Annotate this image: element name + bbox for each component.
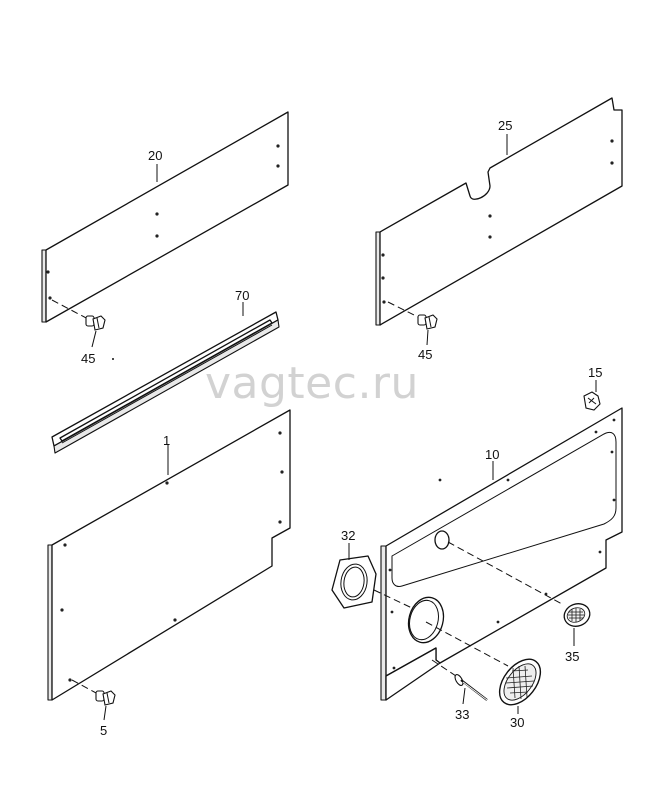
rail-70 <box>51 311 280 454</box>
screw-33 <box>431 659 488 705</box>
stray-dot <box>112 358 114 360</box>
callout-32: 32 <box>341 528 355 543</box>
callout-25: 25 <box>498 118 512 133</box>
callout-20: 20 <box>148 148 162 163</box>
gasket-32 <box>331 543 413 609</box>
callout-70: 70 <box>235 288 249 303</box>
clip-5 <box>71 679 116 721</box>
panel-20 <box>41 111 289 323</box>
clip-45-left <box>51 299 106 348</box>
callout-33: 33 <box>455 707 469 722</box>
clip-45-right <box>387 301 438 346</box>
callout-1: 1 <box>163 433 170 448</box>
callout-45-left: 45 <box>81 351 95 366</box>
panel-1 <box>47 409 291 701</box>
callout-35: 35 <box>565 649 579 664</box>
grille-30 <box>425 621 542 714</box>
callout-30: 30 <box>510 715 524 730</box>
callout-5: 5 <box>100 723 107 738</box>
clip-15 <box>583 380 601 411</box>
callout-10: 10 <box>485 447 499 462</box>
panel-25 <box>375 97 623 326</box>
grille-35 <box>447 541 591 646</box>
panel-10 <box>380 407 623 701</box>
watermark-text: vagtec.ru <box>205 358 419 409</box>
callout-45-right: 45 <box>418 347 432 362</box>
callout-15: 15 <box>588 365 602 380</box>
